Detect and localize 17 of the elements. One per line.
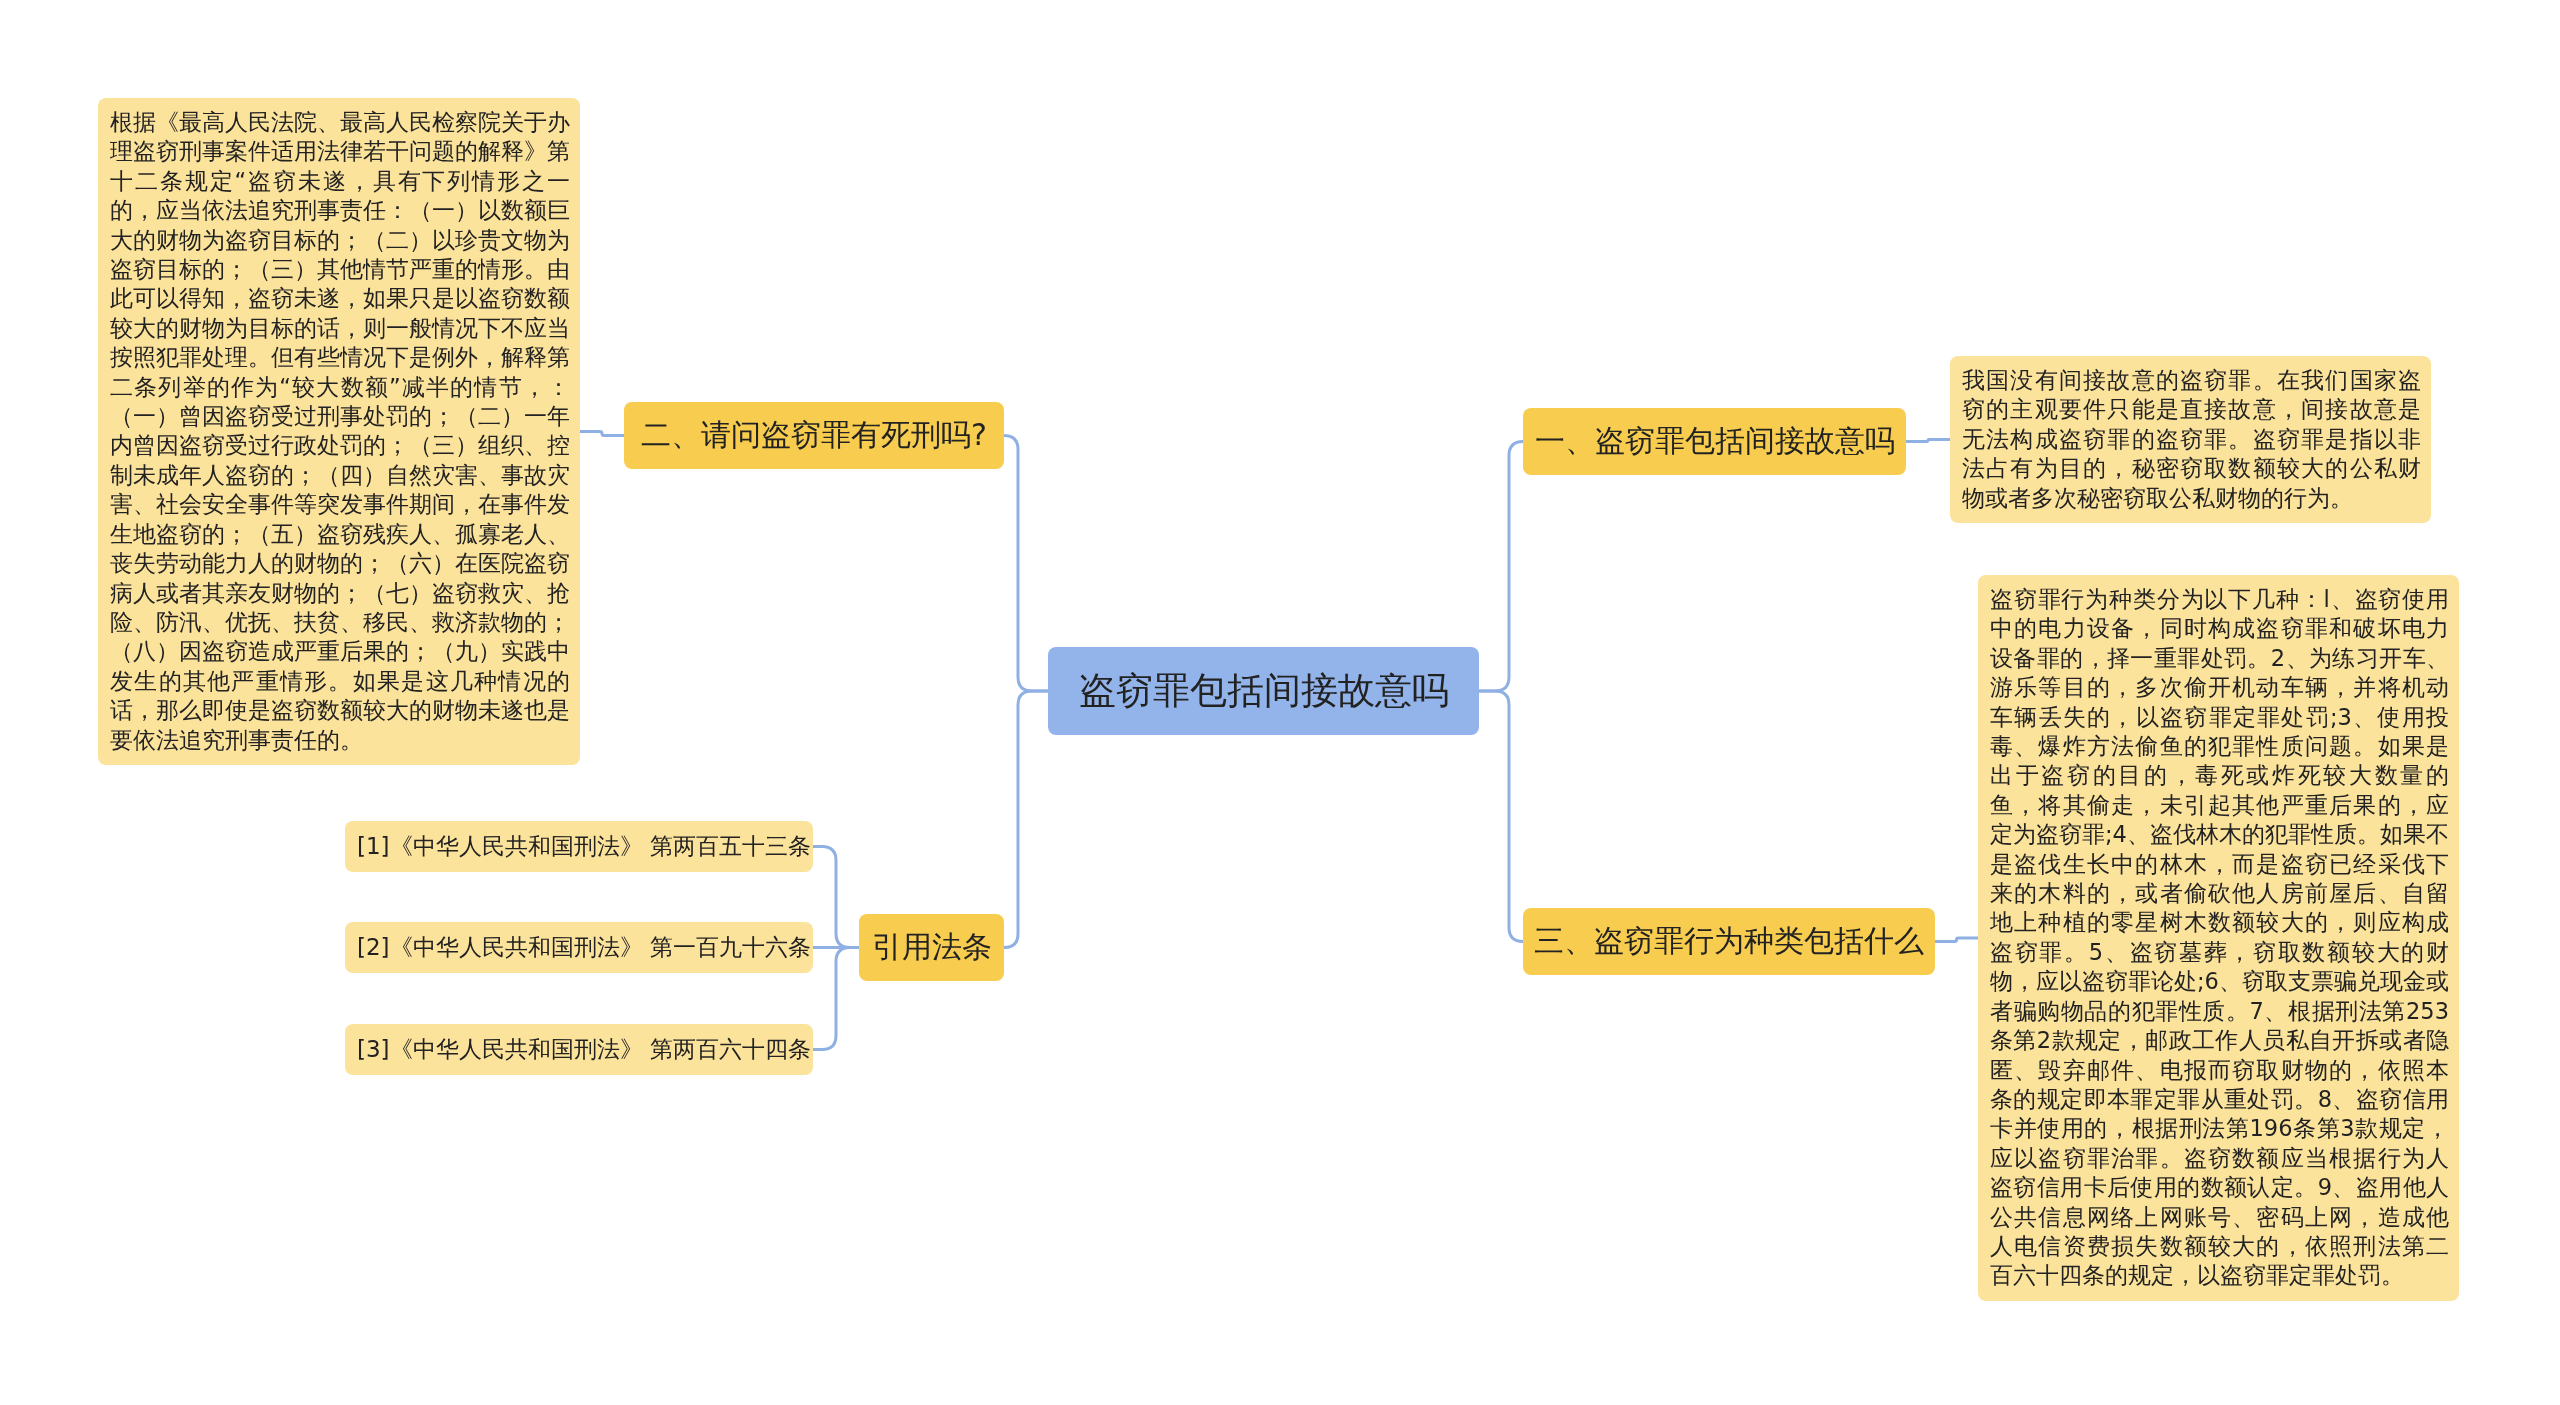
topic-box: 引用法条 [859, 914, 1004, 981]
connector-line [1002, 689, 1048, 949]
connector-line [580, 429, 624, 437]
text-note-box: 盗窃罪行为种类分为以下几种：l、盗窃使用中的电力设备，同时构成盗窃罪和破坏电力设备罪的，择一重罪处罚。2、为练习开车、游乐等目的，多次偷开机动车辆，并将机动车辆丢失的，以盗窃罪定罪处罚;3、使用投毒、爆炸方法偷鱼的犯罪性质问题。如果是出于盗窃的目的，毒死或炸死较大数量的鱼，将其偷走，未引起其他严重后果的，应定为盗窃罪;4、盗伐林木的犯罪性质。如果不是盗伐生长中的林木，而是盗窃已经采伐下来的木料的，或者偷砍他人房前屋后、自留地上种植的零星树木数额较大的，则应构成盗窃罪。5、盗窃墓葬，窃取数额较大的财物，应以盗窃罪论处;6、窃取支票骗兑现金或者骗购物品的犯罪性质。7、根据刑法第253条第2款规定，邮政工作人员私自开拆或者隐匿、毁弃邮件、电报而窃取财物的，依照本条的规定即本罪定罪从重处罚。8、盗窃信用卡并使用的，根据刑法第196条第3款规定，应以盗窃罪治罪。盗窃数额应当根据行为人盗窃信用卡后使用的数额认定。9、盗用他人公共信息网络上网账号、密码上网，造成他人电信资费损失数额较大的，依照刑法第二百六十四条的规定，以盗窃罪定罪处罚。 [1978, 575, 2459, 1301]
citation-box: [2]《中华人民共和国刑法》 第一百九十六条 [345, 922, 813, 973]
connector-line [1935, 936, 1978, 943]
topic-box: 一、盗窃罪包括间接故意吗 [1523, 408, 1906, 475]
topic-box: 三、盗窃罪行为种类包括什么 [1523, 908, 1935, 975]
citation-box: [1]《中华人民共和国刑法》 第两百五十三条 [345, 821, 813, 872]
text-note-box: 我国没有间接故意的盗窃罪。在我们国家盗窃的主观要件只能是直接故意，间接故意是无法构成盗窃罪的盗窃罪。盗窃罪是指以非法占有为目的，秘密窃取数额较大的公私财物或者多次秘密窃取公私财物的行为。 [1950, 356, 2431, 524]
text-note-box: 根据《最高人民法院、最高人民检察院关于办理盗窃刑事案件适用法律若干问题的解释》第十二条规定“盗窃未遂，具有下列情形之一的，应当依法追究刑事责任：（一）以数额巨大的财物为盗窃目标的；（二）以珍贵文物为盗窃目标的；（三）其他情节严重的情形。由此可以得知，盗窃未遂，如果只是以盗窃数额较大的财物为目标的话，则一般情况下不应当按照犯罪处理。但有些情况下是例外，解释第二条列举的作为“较大数额”减半的情节，：（一）曾因盗窃受过刑事处罚的；（二）一年内曾因盗窃受过行政处罚的；（三）组织、控制未成年人盗窃的；（四）自然灾害、事故灾害、社会安全事件等突发事件期间，在事件发生地盗窃的；（五）盗窃残疾人、孤寡老人、丧失劳动能力人的财物的；（六）在医院盗窃病人或者其亲友财物的；（七）盗窃救灾、抢险、防汛、优抚、扶贫、移民、救济款物的；（八）因盗窃造成严重后果的；（九）实践中发生的其他严重情形。如果是这几种情况的话，那么即使是盗窃数额较大的财物未遂也是要依法追究刑事责任的。 [98, 98, 580, 765]
connector-line [1906, 438, 1950, 443]
central-topic-box: 盗窃罪包括间接故意吗 [1048, 647, 1479, 735]
topic-box: 二、请问盗窃罪有死刑吗? [624, 402, 1004, 469]
connector-line [813, 946, 859, 1051]
connector-line [1479, 689, 1525, 943]
citation-box: [3]《中华人民共和国刑法》 第两百六十四条 [345, 1024, 813, 1075]
